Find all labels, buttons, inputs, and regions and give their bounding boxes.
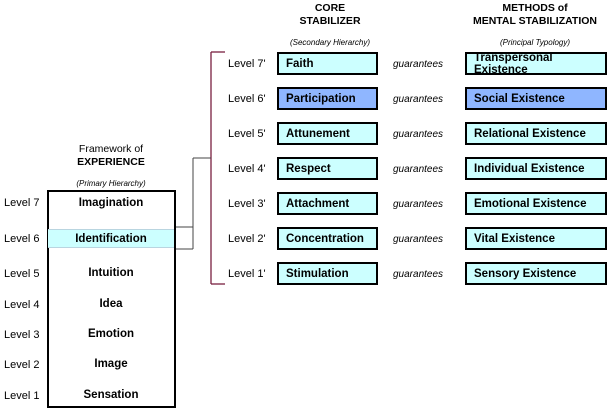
framework-item-identification: Identification: [48, 229, 174, 248]
methods-header-line2: MENTAL STABILIZATION: [472, 15, 598, 27]
framework-header: Framework of EXPERIENCE: [48, 143, 174, 169]
stabilizer-attachment: Attachment: [277, 192, 378, 215]
core-level-4: Level 4': [228, 163, 266, 175]
core-level-6: Level 6': [228, 93, 266, 105]
guarantees-label-2: guarantees: [393, 234, 444, 245]
methods-header: METHODS of MENTAL STABILIZATION: [450, 2, 610, 28]
framework-item-idea: Idea: [99, 298, 123, 310]
core-level-5: Level 5': [228, 128, 266, 140]
method-relational: Relational Existence: [465, 122, 607, 145]
stabilizer-faith: Faith: [277, 52, 378, 75]
methods-subheader: (Principal Typology): [499, 38, 571, 47]
stabilizer-attunement: Attunement: [277, 122, 378, 145]
stabilizer-participation: Participation: [277, 87, 378, 110]
guarantees-label-1: guarantees: [393, 269, 444, 280]
method-sensory: Sensory Existence: [465, 262, 607, 285]
method-vital: Vital Existence: [465, 227, 607, 250]
guarantees-label-3: guarantees: [393, 199, 444, 210]
framework-header-line1: Framework of: [78, 143, 144, 155]
core-header-line1: CORE: [314, 2, 346, 14]
core-level-2: Level 2': [228, 233, 266, 245]
core-level-3: Level 3': [228, 198, 266, 210]
method-emotional: Emotional Existence: [465, 192, 607, 215]
framework-level-1: Level 1: [4, 390, 40, 402]
framework-level-6: Level 6: [4, 233, 40, 245]
framework-level-4: Level 4: [4, 299, 40, 311]
guarantees-label-7: guarantees: [393, 59, 444, 70]
framework-subheader: (Primary Hierarchy): [76, 179, 146, 188]
framework-level-7: Level 7: [4, 197, 40, 209]
stabilizer-concentration: Concentration: [277, 227, 378, 250]
method-individual: Individual Existence: [465, 157, 607, 180]
methods-header-line1: METHODS of: [502, 2, 568, 14]
framework-header-line2: EXPERIENCE: [77, 156, 145, 168]
framework-level-5: Level 5: [4, 268, 40, 280]
guarantees-label-5: guarantees: [393, 129, 444, 140]
framework-item-image: Image: [94, 358, 128, 370]
core-header: CORE STABILIZER: [270, 2, 390, 28]
framework-item-sensation: Sensation: [83, 389, 139, 401]
stabilizer-respect: Respect: [277, 157, 378, 180]
core-level-1: Level 1': [228, 268, 266, 280]
core-level-7: Level 7': [228, 58, 266, 70]
framework-item-emotion: Emotion: [88, 328, 134, 340]
method-social: Social Existence: [465, 87, 607, 110]
stabilizer-stimulation: Stimulation: [277, 262, 378, 285]
framework-level-3: Level 3: [4, 329, 40, 341]
method-transpersonal: Transpersonal Existence: [465, 52, 607, 76]
framework-item-imagination: Imagination: [78, 197, 144, 209]
guarantees-label-6: guarantees: [393, 94, 444, 105]
framework-item-intuition: Intuition: [88, 267, 134, 279]
core-header-line2: STABILIZER: [299, 15, 361, 27]
core-subheader: (Secondary Hierarchy): [289, 38, 371, 47]
guarantees-label-4: guarantees: [393, 164, 444, 175]
framework-level-2: Level 2: [4, 359, 40, 371]
framework-box: [47, 190, 176, 408]
